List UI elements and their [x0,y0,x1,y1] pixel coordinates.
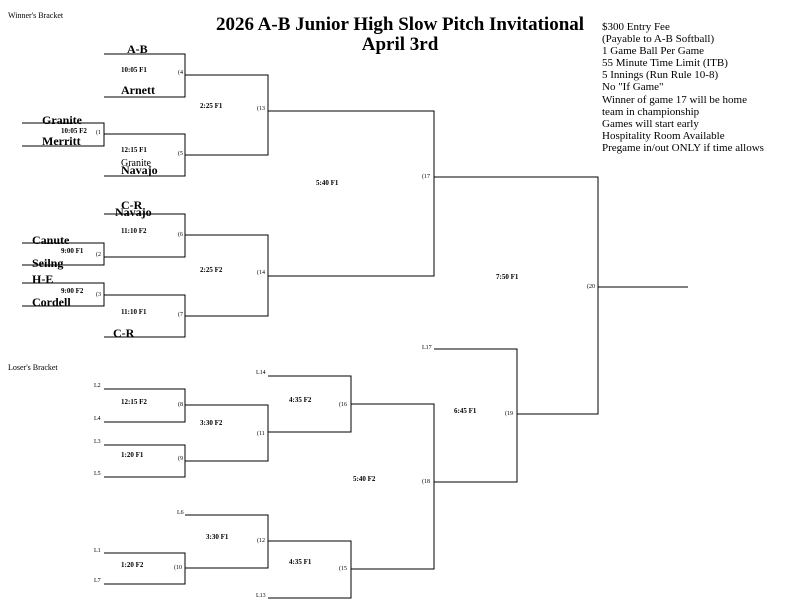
page-title: 2026 A-B Junior High Slow Pitch Invitati… [215,14,585,35]
loser-seed: L13 [256,593,266,599]
bracket-game-6 [104,213,186,258]
game-time: 10:05 F1 [121,66,147,74]
game-number: (8 [178,402,183,408]
game-number: (1 [96,130,101,136]
game-time: 5:40 F2 [353,475,376,483]
loser-seed: L5 [94,471,101,477]
team-name: Navajo [115,205,152,219]
team-name: C-R [121,198,143,212]
bracket-game-14 [185,234,269,317]
game-time: 3:30 F2 [200,419,223,427]
team-name: Granite [42,113,82,127]
bracket-game-9 [104,444,186,478]
info-line: Hospitality Room Available [602,129,725,142]
game-time: 6:45 F1 [454,407,477,415]
game-time: 4:35 F2 [289,396,312,404]
game-number: (4 [178,70,183,76]
bracket-game-19 [434,348,518,483]
game-number: (20 [587,284,595,290]
team-name: Canute [32,233,70,247]
loser-seed: L6 [177,510,184,516]
game-time: 2:25 F1 [200,102,223,110]
game-number: (16 [339,402,347,408]
info-line: 55 Minute Time Limit (ITB) [602,57,728,70]
tournament-info: $300 Entry Fee (Payable to A-B Softball)… [602,21,764,154]
loser-seed: L14 [256,370,266,376]
game-time: 1:20 F1 [121,451,144,459]
info-line: 1 Game Ball Per Game [602,45,705,58]
game-number: (5 [178,151,183,157]
game-number: (3 [96,292,101,298]
team-name: Cordell [32,295,71,309]
bracket-game-2 [22,242,105,266]
team-name: C-R [113,326,135,340]
game-number: (6 [178,232,183,238]
loser-seed: L17 [422,345,432,351]
game-number: (18 [422,479,430,485]
team-name: H-E [32,272,54,286]
game-time: 1:20 F2 [121,561,144,569]
info-line: $300 Entry Fee [602,21,670,33]
loser-seed: L7 [94,578,101,584]
game-number: (12 [257,538,265,544]
game-number: (7 [178,312,183,318]
info-line: (Payable to A-B Softball) [602,33,715,46]
game-time: 12:15 F1 [121,146,147,154]
info-line: team in championship [602,105,700,118]
loser-seed: L3 [94,439,101,445]
game-time: 7:50 F1 [496,273,519,281]
bracket-game-10 [104,552,186,585]
game-number: (19 [505,411,513,417]
page-subtitle: April 3rd [361,34,439,55]
info-line: Pregame in/out ONLY if time allows [602,141,764,154]
team-name: Granite [121,158,151,169]
game-number: (15 [339,566,347,572]
loser-seed: L4 [94,416,101,422]
game-time: 9:00 F2 [61,287,84,295]
game-number: (9 [178,456,183,462]
game-number: (2 [96,252,101,258]
game-number: (14 [257,270,265,276]
game-number: (13 [257,106,265,112]
bracket-game-13 [185,74,269,156]
game-number: (17 [422,174,430,180]
game-time: 11:10 F1 [121,308,147,316]
game-time: 12:15 F2 [121,398,147,406]
game-time: 9:00 F1 [61,247,84,255]
game-number: (11 [257,431,265,437]
info-line: Winner of game 17 will be home [602,93,747,106]
game-number: (10 [174,565,182,571]
game-time: 11:10 F2 [121,227,147,235]
info-line: Games will start early [602,117,699,130]
bracket-game-20 [434,176,599,415]
bracket-game-17 [268,110,435,277]
info-line: No "If Game" [602,81,664,94]
game-time: 3:30 F1 [206,533,229,541]
game-time: 2:25 F2 [200,266,223,274]
winners-bracket-label: Winner's Bracket [8,11,64,20]
game-time: 4:35 F1 [289,558,312,566]
team-name: A-B [127,42,148,56]
bracket-game-11 [185,404,269,462]
loser-seed: L1 [94,548,101,554]
team-name: Arnett [121,83,155,97]
game-time: 5:40 F1 [316,179,339,187]
team-name: Merritt [42,134,81,148]
game-time: 10:05 F2 [61,127,87,135]
bracket-game-12 [185,514,269,569]
losers-bracket-label: Loser's Bracket [8,363,58,372]
info-line: 5 Innings (Run Rule 10-8) [602,69,719,82]
bracket-game-18 [351,403,435,570]
team-name: Navajo [121,163,158,177]
loser-seed: L2 [94,383,101,389]
team-name: Seilng [32,256,64,270]
